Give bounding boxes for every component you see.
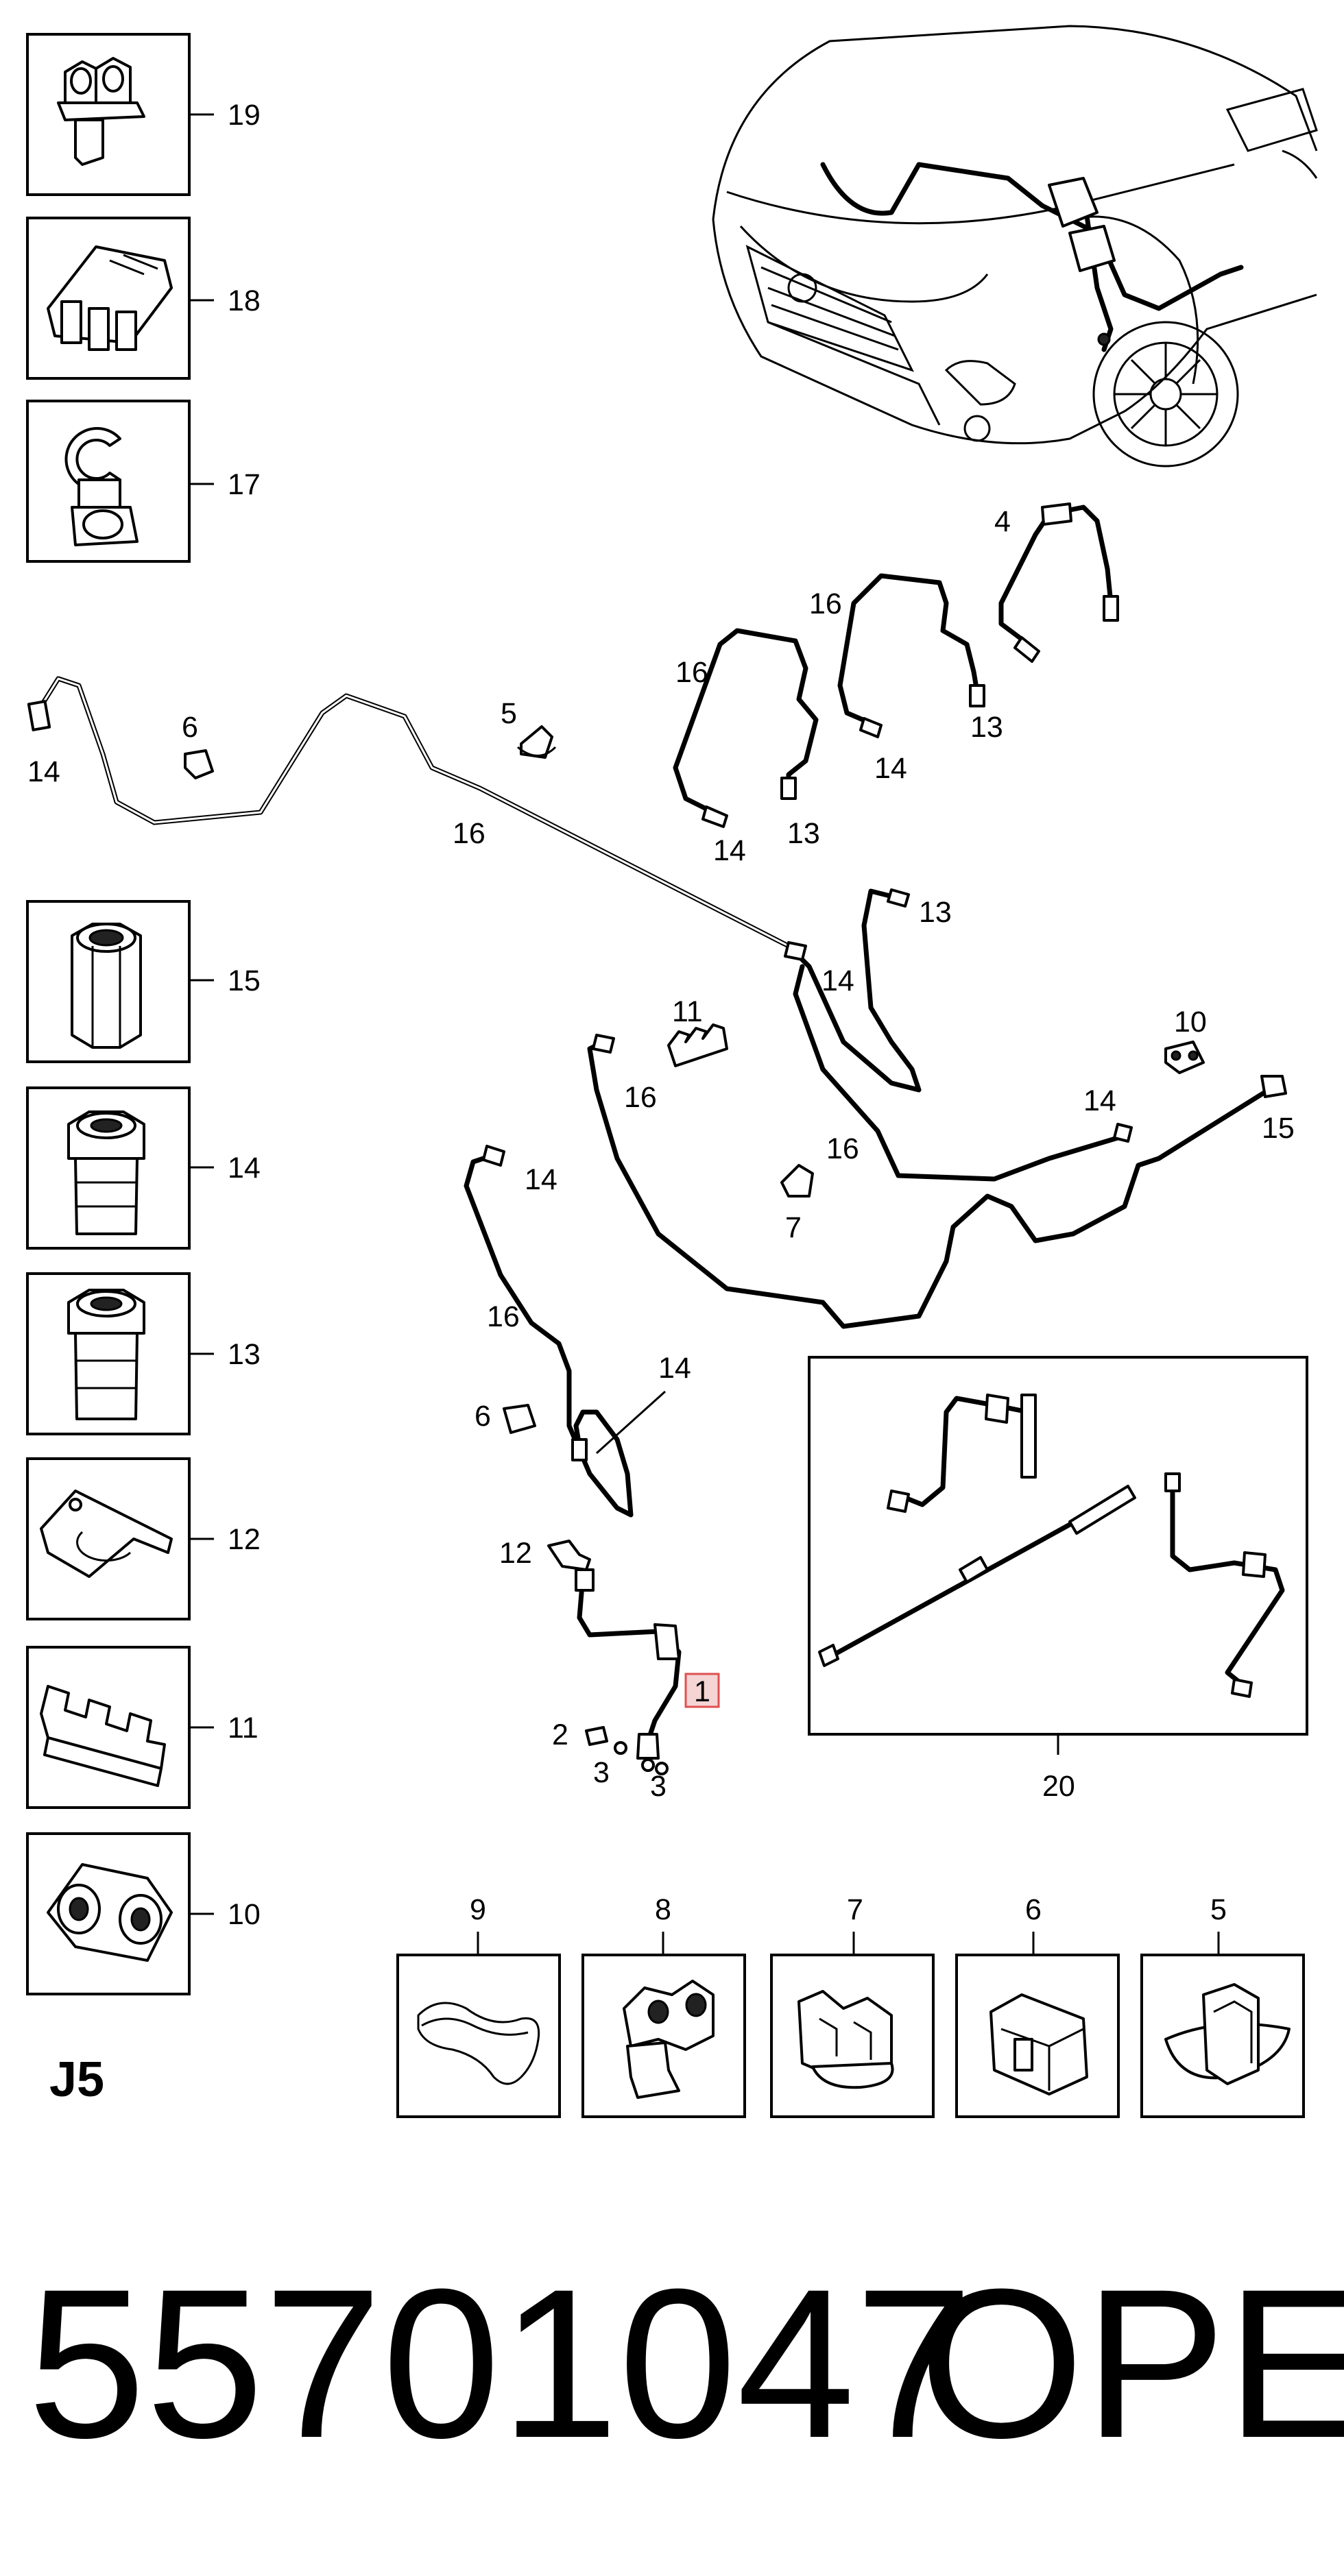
legend-item-13: 13: [26, 1272, 261, 1435]
long-union-nut-icon: [67, 1289, 145, 1420]
bottom-number: 6: [1025, 1893, 1042, 1926]
callout: 10: [1174, 1006, 1207, 1038]
brake-pipe-16-upper-right: [837, 573, 985, 738]
legend-number: 10: [228, 1898, 261, 1931]
callout: 12: [499, 1537, 532, 1570]
brake-pipe-16-lower: [464, 1145, 634, 1518]
callout: 13: [970, 711, 1003, 744]
dual-clip-with-base-icon: [797, 1990, 894, 2089]
spring-wire-clip-icon: [417, 2002, 540, 2085]
bottom-item-5: 5: [1140, 1893, 1305, 2118]
multi-pipe-comb-clip-icon: [40, 1685, 166, 1787]
clip-6-lower: [503, 1404, 536, 1434]
legend-item-12: 12: [26, 1457, 261, 1620]
brake-pipe-16-upper-middle: [673, 628, 819, 828]
legend-item-15: 15: [26, 900, 261, 1063]
part-number: 55701047: [27, 2244, 973, 2482]
callout: 6: [475, 1400, 491, 1433]
callout: 14: [27, 755, 60, 788]
callout: 16: [453, 817, 485, 850]
clip-7: [780, 1164, 814, 1198]
section-code: J5: [49, 2052, 104, 2107]
callout: 14: [821, 964, 854, 997]
callout: 7: [785, 1211, 802, 1244]
brake-hose-4: [998, 502, 1119, 663]
callout: 16: [809, 587, 842, 620]
multi-pipe-bracket-icon: [47, 245, 173, 351]
legend-number: 17: [228, 468, 261, 501]
bottom-number: 9: [470, 1893, 486, 1926]
callout: 3: [593, 1756, 610, 1789]
car-front-illustration: [712, 25, 1318, 467]
legend-number: 11: [228, 1712, 259, 1745]
callout: 13: [787, 817, 820, 850]
single-block-clip-icon: [989, 1993, 1088, 2095]
callout: 5: [501, 697, 517, 730]
bottom-number: 7: [847, 1893, 863, 1926]
callout: 11: [672, 995, 703, 1028]
clip-with-round-flange-icon: [1164, 1983, 1291, 2085]
callout: 14: [713, 834, 746, 867]
legend-item-18: 18: [26, 217, 261, 380]
brake-pipe-16-center: [784, 888, 922, 1093]
callout: 13: [919, 896, 952, 929]
twin-pipe-holder-icon: [47, 1863, 173, 1962]
callout: 16: [675, 656, 708, 689]
callout: 14: [525, 1163, 557, 1196]
bottom-number: 5: [1210, 1893, 1227, 1926]
callout: 6: [182, 711, 198, 744]
bottom-number: 8: [655, 1893, 671, 1926]
callout: 15: [1262, 1112, 1295, 1145]
hex-union-nut-icon: [71, 923, 142, 1049]
short-union-nut-icon: [67, 1110, 145, 1235]
bottom-item-7: 7: [770, 1893, 935, 2118]
callout: 14: [1083, 1084, 1116, 1117]
legend-item-19: 19: [26, 33, 261, 196]
clip-6-upper: [184, 749, 214, 779]
bottom-item-9: 9: [396, 1893, 561, 2118]
double-pipe-clip-icon: [57, 57, 145, 166]
brake-pipe-16-middle: [587, 964, 1287, 1329]
hose-bracket-icon: [40, 1490, 173, 1578]
legend-item-17: 17: [26, 400, 261, 563]
callout: 4: [994, 505, 1011, 538]
bottom-item-8: 8: [581, 1893, 746, 2118]
legend-number: 13: [228, 1338, 261, 1371]
bottom-item-6: 6: [955, 1893, 1120, 2118]
callout: 3: [650, 1770, 667, 1803]
callout: 16: [826, 1132, 859, 1165]
legend-number: 19: [228, 99, 261, 132]
callout: 20: [1042, 1770, 1075, 1803]
callout: 2: [552, 1718, 568, 1751]
callout: 14: [658, 1352, 691, 1385]
legend-number: 14: [228, 1152, 261, 1184]
legend-item-11: 11: [26, 1646, 259, 1809]
callout: 16: [487, 1300, 520, 1333]
legend-number: 18: [228, 284, 261, 317]
callout: 14: [874, 752, 907, 785]
clip-5: [517, 725, 557, 759]
highlighted-callout: 1: [694, 1675, 710, 1708]
assembly-box-20: 20: [808, 1356, 1308, 1803]
legend-number: 15: [228, 964, 261, 997]
single-pipe-clip-icon: [64, 427, 139, 546]
legend-number: 12: [228, 1523, 261, 1556]
clip-10: [1164, 1041, 1205, 1074]
brake-pipe-long: [27, 676, 805, 956]
clip-11: [667, 1023, 728, 1067]
highlight-box: [684, 1673, 720, 1708]
brake-hose-1: 1: [547, 1540, 720, 1775]
stacked-pipe-clip-icon: [623, 1980, 715, 2099]
legend-item-14: 14: [26, 1086, 261, 1250]
legend-item-10: 10: [26, 1832, 261, 1995]
callout: 16: [624, 1081, 657, 1114]
brand-name: OPEL: [919, 2244, 1344, 2482]
